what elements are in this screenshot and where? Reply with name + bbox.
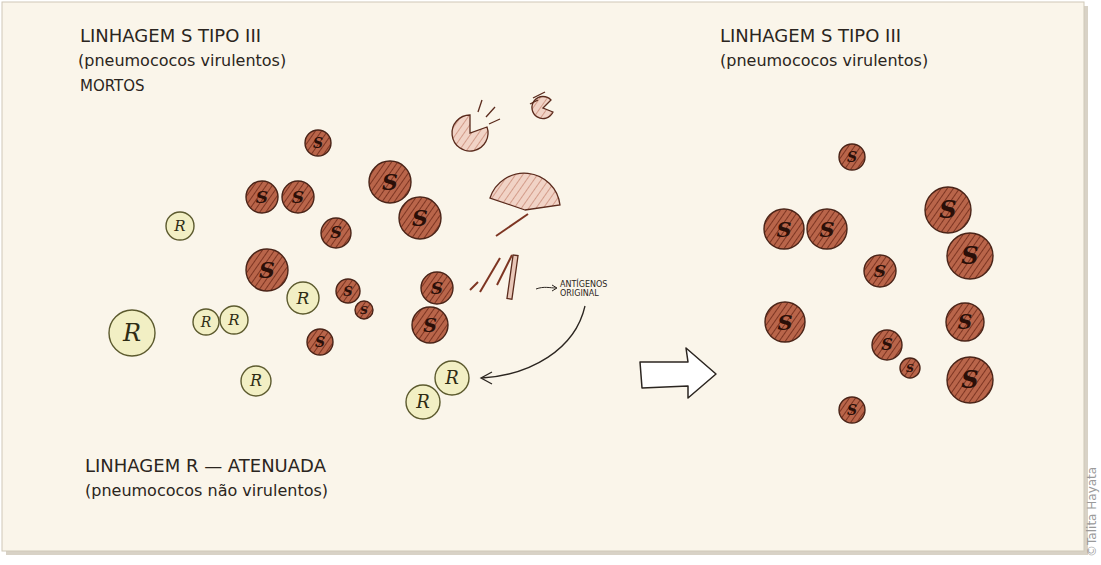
attenuated-cell: R xyxy=(434,360,470,396)
virulent-cell: S xyxy=(899,357,921,379)
attenuated-cell: R xyxy=(286,281,320,315)
cell-letter: S xyxy=(946,232,994,280)
antigen-label: ANTÍGENOS ORIGINAL xyxy=(560,280,618,298)
cell-letter: S xyxy=(354,300,374,320)
attenuated-cell: R xyxy=(165,211,195,241)
state-note: MORTOS xyxy=(80,78,145,95)
cell-letter: R xyxy=(192,308,220,336)
virulent-cell: S xyxy=(411,306,449,344)
cell-letter: S xyxy=(420,271,454,305)
attenuated-cell: R xyxy=(108,309,156,357)
virulent-cell: S xyxy=(924,186,972,234)
cell-letter: S xyxy=(763,208,805,250)
cell-letter: S xyxy=(335,278,361,304)
attenuated-cell: R xyxy=(405,384,441,420)
cell-letter: S xyxy=(863,254,897,288)
cell-letter: S xyxy=(764,301,806,343)
cell-letter: S xyxy=(411,306,449,344)
cell-letter: S xyxy=(946,356,994,404)
cell-letter: R xyxy=(165,211,195,241)
cell-letter: S xyxy=(304,129,332,157)
virulent-cell: S xyxy=(838,143,866,171)
virulent-cell: S xyxy=(946,232,994,280)
cell-letter: R xyxy=(108,309,156,357)
cell-letter: S xyxy=(945,302,985,342)
virulent-cell: S xyxy=(764,301,806,343)
strain-heading: LINHAGEM S TIPO III xyxy=(720,26,901,47)
strain-heading: LINHAGEM S TIPO III xyxy=(80,26,261,47)
cell-letter: S xyxy=(806,208,848,250)
cell-letter: R xyxy=(434,360,470,396)
virulent-cell: S xyxy=(368,160,412,204)
virulent-cell: S xyxy=(354,300,374,320)
virulent-cell: S xyxy=(871,329,903,361)
virulent-cell: S xyxy=(863,254,897,288)
cell-letter: S xyxy=(924,186,972,234)
cell-letter: S xyxy=(320,217,352,249)
virulent-cell: S xyxy=(245,180,279,214)
virulent-cell: S xyxy=(304,129,332,157)
attenuated-cell: R xyxy=(219,305,249,335)
cell-letter: R xyxy=(240,365,272,397)
attenuated-cell: R xyxy=(192,308,220,336)
virulent-cell: S xyxy=(320,217,352,249)
virulent-cell: S xyxy=(838,396,866,424)
cell-letter: S xyxy=(838,143,866,171)
virulent-cell: S xyxy=(335,278,361,304)
virulent-cell: S xyxy=(281,180,315,214)
cell-letter: R xyxy=(405,384,441,420)
cell-letter: S xyxy=(306,328,334,356)
cell-letter: R xyxy=(286,281,320,315)
hollow-arrow xyxy=(640,348,716,398)
attenuated-cell: R xyxy=(240,365,272,397)
pointer-arrow xyxy=(536,285,557,291)
strain-note: (pneumococos virulentos) xyxy=(720,52,928,70)
strain-heading: LINHAGEM R — ATENUADA xyxy=(85,456,326,477)
cell-letter: S xyxy=(871,329,903,361)
cell-letter: S xyxy=(838,396,866,424)
virulent-cell: S xyxy=(763,208,805,250)
frame xyxy=(2,2,1084,551)
strain-note: (pneumococos virulentos) xyxy=(78,52,286,70)
virulent-cell: S xyxy=(946,356,994,404)
virulent-cell: S xyxy=(398,196,442,240)
cell-letter: S xyxy=(245,180,279,214)
transfer-arrow xyxy=(481,306,585,384)
cell-letter: S xyxy=(368,160,412,204)
cell-letter: S xyxy=(281,180,315,214)
virulent-cell: S xyxy=(420,271,454,305)
watermark: ©Talita Hayata xyxy=(1086,467,1100,557)
antigen-fragments xyxy=(452,92,560,299)
strain-note: (pneumococos não virulentos) xyxy=(85,482,328,500)
virulent-cell: S xyxy=(306,328,334,356)
cell-letter: S xyxy=(398,196,442,240)
cell-letter: S xyxy=(899,357,921,379)
virulent-cell: S xyxy=(245,248,289,292)
cell-letter: S xyxy=(245,248,289,292)
virulent-cell: S xyxy=(806,208,848,250)
virulent-cell: S xyxy=(945,302,985,342)
cell-letter: R xyxy=(219,305,249,335)
